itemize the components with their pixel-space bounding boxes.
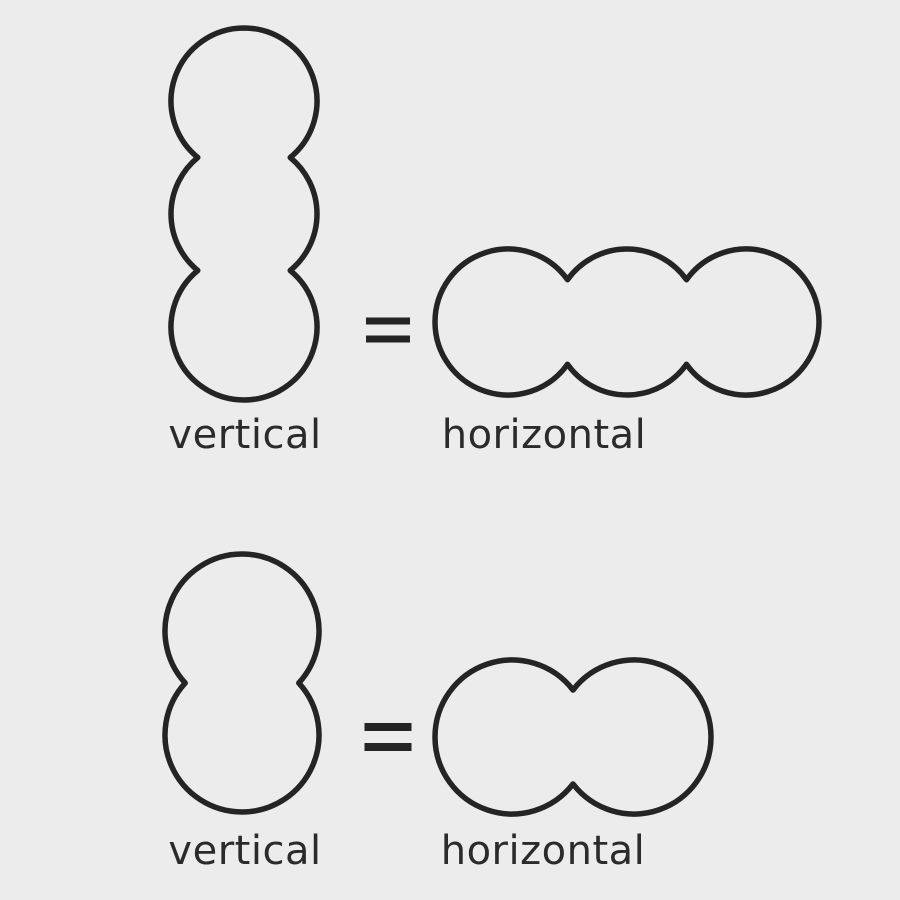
equals-bar-bottom — [364, 743, 412, 751]
horizontal-two-circle-shape — [432, 657, 714, 817]
vertical-two-circle-shape — [162, 551, 322, 815]
horizontal-label: horizontal — [441, 828, 646, 874]
equals-bar-top — [366, 317, 410, 325]
equals-sign — [364, 723, 412, 751]
horizontal-label: horizontal — [442, 412, 647, 458]
horizontal-three-circle-shape — [432, 246, 822, 398]
equals-bar-bottom — [366, 335, 410, 343]
equals-bar-top — [364, 723, 412, 731]
row-two-circles: vertical horizontal — [162, 551, 714, 874]
vertical-label: vertical — [168, 412, 321, 458]
vertical-label: vertical — [168, 828, 321, 874]
row-three-circles: vertical horizontal — [168, 25, 822, 458]
equals-sign — [366, 317, 410, 343]
vertical-three-circle-shape — [168, 25, 320, 403]
